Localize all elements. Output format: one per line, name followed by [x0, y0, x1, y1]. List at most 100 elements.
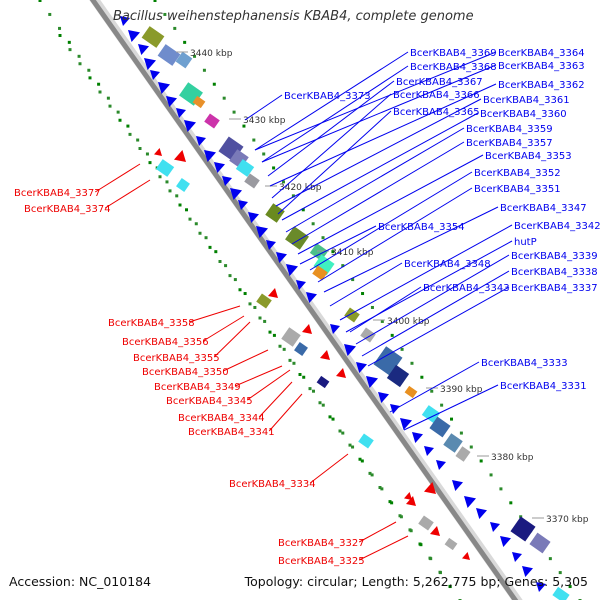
feature-block — [404, 385, 418, 399]
gc-dot — [128, 132, 132, 136]
gc-dot — [390, 501, 394, 505]
forward-gene-arrow — [424, 446, 434, 456]
leader-line — [269, 83, 497, 187]
reverse-gene-arrow — [406, 496, 416, 506]
feature-block — [455, 446, 471, 462]
feature-block — [373, 346, 403, 376]
forward-gene-arrow — [436, 460, 446, 470]
leader-line — [285, 127, 465, 233]
gc-dot — [168, 189, 172, 193]
gc-dot — [321, 236, 325, 240]
gene-label-forward: BcerKBAB4_3342 — [514, 221, 600, 232]
forward-gene-arrow — [452, 480, 463, 491]
gene-label-reverse: BcerKBAB4_3325 — [278, 556, 365, 567]
gene-label-forward: BcerKBAB4_3367 — [396, 77, 483, 88]
gc-dot — [341, 264, 345, 268]
leader-line — [258, 381, 293, 418]
feature-block — [244, 173, 260, 189]
gc-dot — [370, 305, 374, 309]
leader-line — [222, 349, 269, 372]
gc-dot — [268, 330, 272, 334]
gc-dot — [243, 292, 247, 296]
gc-dot — [360, 459, 364, 463]
leader-line — [268, 393, 303, 432]
forward-gene-arrow — [330, 324, 340, 334]
gc-dot — [450, 417, 454, 421]
gc-dot — [288, 358, 292, 362]
feature-block — [429, 416, 451, 438]
gene-label-forward: BcerKBAB4_3368 — [410, 62, 497, 73]
forward-gene-arrow — [500, 536, 511, 547]
leader-line — [189, 305, 241, 323]
gc-dot — [78, 62, 82, 66]
forward-gene-arrow — [522, 566, 533, 577]
gene-label-reverse: BcerKBAB4_3344 — [178, 413, 265, 424]
feature-block — [443, 433, 463, 453]
leader-line — [254, 51, 497, 151]
forward-gene-arrow — [296, 280, 306, 290]
gene-label-reverse: BcerKBAB4_3349 — [154, 382, 241, 393]
gene-label-forward: BcerKBAB4_3348 — [404, 259, 491, 270]
leader-line — [104, 179, 151, 209]
forward-gene-arrow — [238, 200, 248, 210]
feature-block — [313, 254, 335, 276]
gc-dot — [126, 124, 130, 128]
gc-dot — [214, 250, 218, 254]
gc-dot — [232, 110, 236, 114]
gene-label-forward: BcerKBAB4_3351 — [474, 184, 561, 195]
gc-dot — [398, 514, 402, 518]
forward-gene-arrow — [344, 344, 356, 356]
leader-line — [358, 521, 397, 543]
feature-block — [358, 433, 374, 449]
leader-line — [244, 94, 283, 121]
gc-dot — [341, 431, 345, 435]
gc-dot — [202, 68, 206, 72]
gc-dot — [440, 403, 444, 407]
feature-block — [155, 159, 175, 177]
forward-gene-arrow — [256, 226, 268, 238]
feature-block — [312, 265, 328, 281]
gc-dot — [390, 333, 394, 337]
gc-dot — [58, 26, 62, 30]
gc-dot — [145, 152, 149, 156]
gc-dot — [438, 570, 442, 574]
gene-label-forward: BcerKBAB4_3366 — [393, 90, 480, 101]
gc-dot — [278, 344, 282, 348]
scale-tick-label: 3400 kbp — [387, 317, 430, 327]
gc-dot — [106, 96, 110, 100]
gc-dot — [173, 26, 177, 30]
gc-dot — [136, 138, 140, 142]
forward-gene-arrow — [150, 70, 160, 80]
gene-label-forward: BcerKBAB4_3362 — [498, 80, 585, 91]
scale-tick-label: 3380 kbp — [491, 453, 534, 463]
feature-block — [265, 203, 285, 223]
gene-label-forward: BcerKBAB4_3338 — [511, 267, 598, 278]
feature-block — [157, 44, 181, 66]
reverse-gene-arrow — [430, 526, 440, 536]
gc-dot — [311, 389, 315, 393]
gene-label-forward: hutP — [514, 237, 537, 248]
gc-dot — [380, 487, 384, 491]
leader-line — [349, 286, 422, 333]
gene-arrows — [120, 16, 546, 592]
gc-dot — [298, 373, 302, 376]
gene-label-forward: BcerKBAB4_3360 — [480, 109, 567, 120]
feature-block — [418, 515, 434, 531]
gene-label-forward: BcerKBAB4_3363 — [498, 61, 585, 72]
forward-gene-arrow — [276, 252, 287, 263]
leader-line — [235, 365, 283, 387]
scale-tick-label: 3390 kbp — [440, 385, 483, 395]
reverse-gene-arrow — [154, 148, 162, 156]
genome-backbone — [89, 0, 523, 600]
forward-gene-arrow — [248, 212, 259, 223]
gene-label-forward: BcerKBAB4_3339 — [511, 251, 598, 262]
gc-dot — [291, 194, 295, 198]
forward-gene-arrow — [230, 188, 242, 200]
leader-line — [317, 187, 473, 283]
gc-dot — [318, 401, 322, 405]
gene-label-reverse: BcerKBAB4_3350 — [142, 367, 229, 378]
gene-label-forward: BcerKBAB4_3364 — [498, 48, 585, 59]
gc-dot — [428, 556, 432, 560]
gc-dot — [358, 457, 362, 461]
gc-dot — [165, 180, 169, 184]
